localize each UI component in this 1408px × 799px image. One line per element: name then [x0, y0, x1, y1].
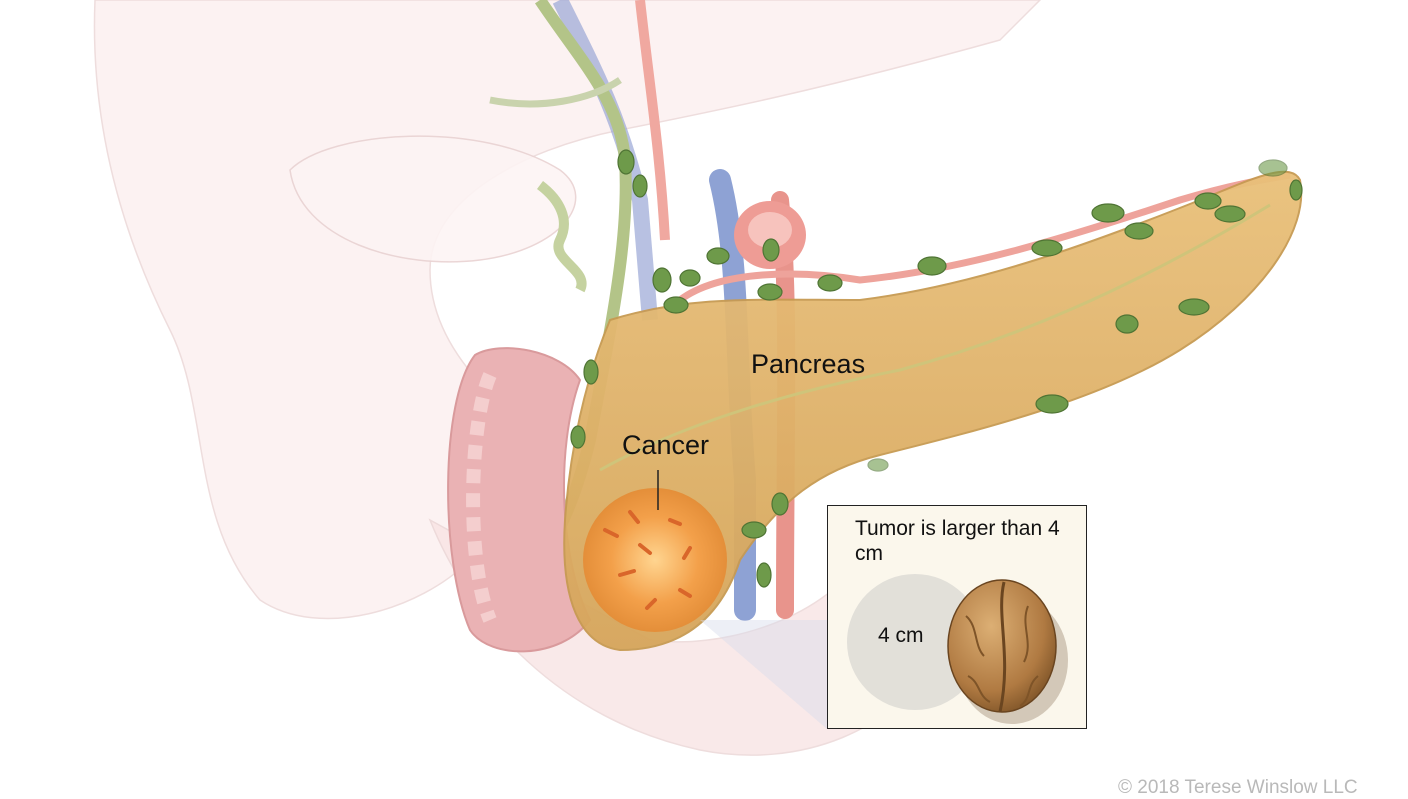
inset-projection [700, 620, 827, 729]
walnut-icon [947, 579, 1057, 713]
lymph-nodes [570, 149, 1303, 588]
copyright-text: © 2018 Terese Winslow LLC [1118, 777, 1358, 798]
tumor [583, 488, 727, 632]
four-cm-label: 4 cm [878, 624, 924, 647]
inset-title: Tumor is larger than 4 cm [855, 517, 1060, 565]
tumor-size-inset: Tumor is larger than 4 cm 4 cm [827, 505, 1087, 729]
walnut-drawing [947, 579, 1068, 724]
pancreas-label: Pancreas [751, 349, 866, 379]
background-organs [93, 0, 1042, 756]
cancer-label: Cancer [622, 430, 710, 460]
